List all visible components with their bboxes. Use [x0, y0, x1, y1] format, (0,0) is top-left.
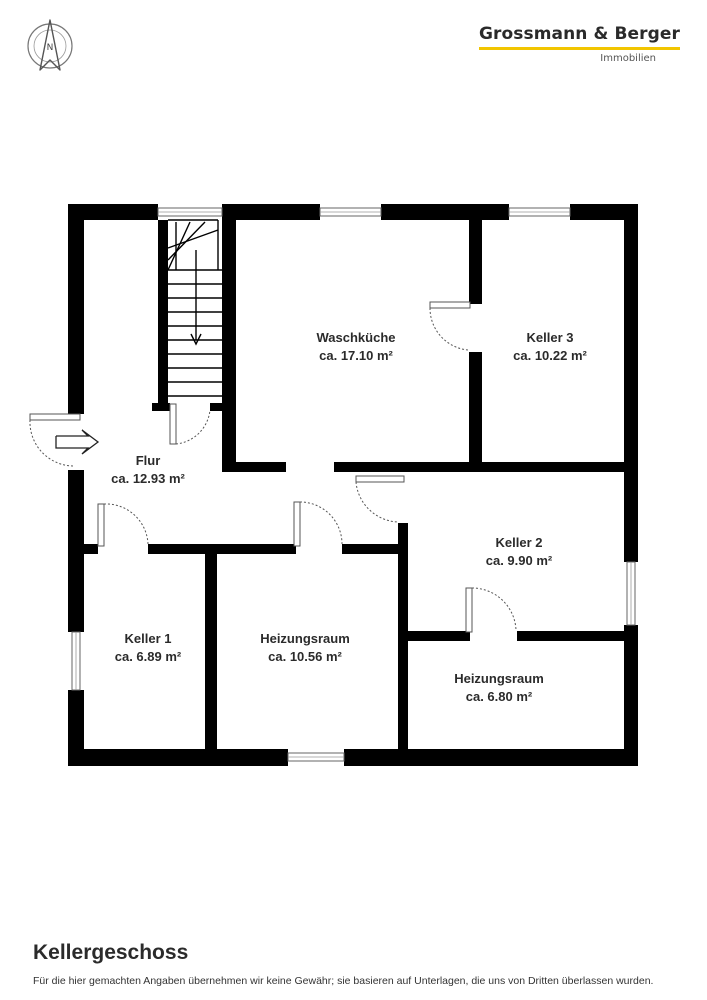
room-name: Heizungsraum — [454, 671, 544, 686]
room-area: ca. 6.80 m² — [466, 689, 533, 704]
compass-letter: N — [47, 43, 54, 53]
floor-title: Kellergeschoss — [33, 941, 189, 964]
room-flur: Flur ca. 12.93 m² — [111, 453, 185, 486]
brand-name: Grossmann & Berger — [478, 24, 680, 50]
stairs-icon — [167, 219, 222, 397]
room-keller-3: Keller 3 ca. 10.22 m² — [513, 330, 587, 363]
room-area: ca. 10.56 m² — [268, 649, 342, 664]
room-name: Keller 1 — [125, 631, 172, 646]
room-name: Keller 3 — [527, 330, 574, 345]
room-area: ca. 9.90 m² — [486, 553, 553, 568]
entrance-arrow-icon — [55, 429, 100, 455]
brand-logo: Grossmann & Berger Immobilien — [478, 24, 680, 64]
room-area: ca. 6.89 m² — [115, 649, 182, 664]
door-swing-icon — [29, 301, 517, 633]
room-keller-2: Keller 2 ca. 9.90 m² — [486, 535, 553, 568]
disclaimer-text: Für die hier gemachten Angaben übernehme… — [33, 975, 654, 987]
room-area: ca. 10.22 m² — [513, 348, 587, 363]
room-name: Flur — [136, 453, 161, 468]
room-heizungsraum-large: Heizungsraum ca. 10.56 m² — [260, 631, 350, 664]
north-arrow-icon: N — [27, 19, 73, 71]
room-name: Keller 2 — [496, 535, 543, 550]
room-name: Waschküche — [317, 330, 396, 345]
room-name: Heizungsraum — [260, 631, 350, 646]
walls — [68, 204, 638, 766]
brand-subtitle: Immobilien — [600, 53, 656, 64]
room-area: ca. 17.10 m² — [319, 348, 393, 363]
room-waschkueche: Waschküche ca. 17.10 m² — [317, 330, 396, 363]
room-heizungsraum-small: Heizungsraum ca. 6.80 m² — [454, 671, 544, 704]
room-area: ca. 12.93 m² — [111, 471, 185, 486]
room-keller-1: Keller 1 ca. 6.89 m² — [115, 631, 182, 664]
